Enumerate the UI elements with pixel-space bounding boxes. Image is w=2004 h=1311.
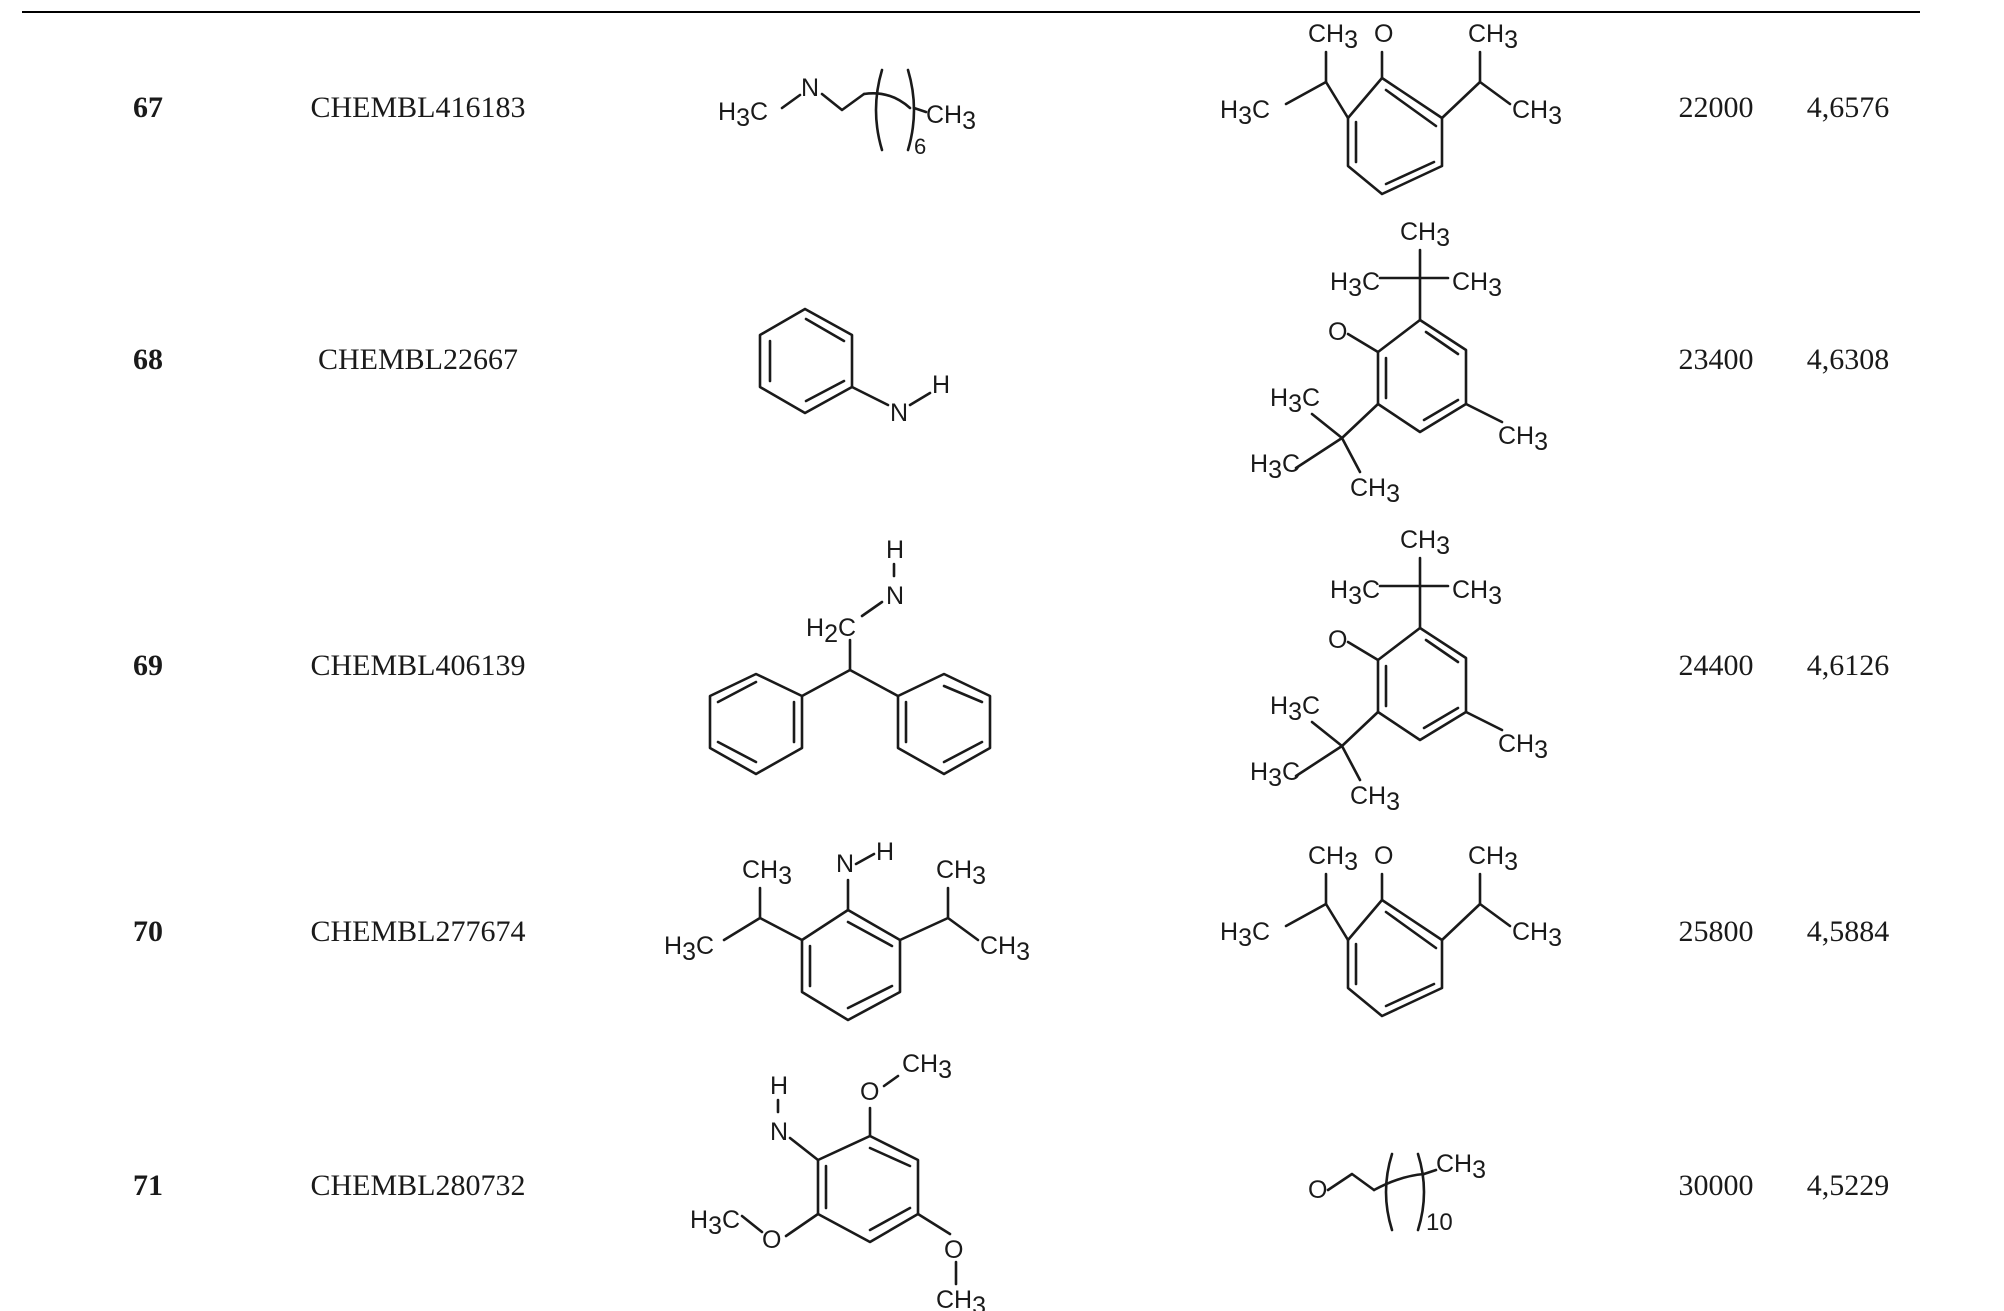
- chembl-id: CHEMBL277674: [310, 915, 526, 948]
- svg-text:CH3: CH3: [1350, 782, 1400, 816]
- svg-text:H3C: H3C: [1250, 450, 1300, 484]
- svg-text:CH3: CH3: [1308, 20, 1358, 54]
- svg-text:CH3: CH3: [1308, 842, 1358, 876]
- svg-text:CH3: CH3: [1452, 268, 1502, 302]
- svg-text:CH3: CH3: [926, 101, 976, 135]
- ic50-value: 25800: [1678, 915, 1754, 948]
- target-structure: CH3 O CH3 H3C CH3: [1220, 842, 1562, 1018]
- svg-text:O: O: [944, 1236, 963, 1264]
- pic50-value: 4,5229: [1806, 1169, 1890, 1202]
- target-structure: CH3 H3C CH3 O CH3 H3C H3C CH3: [1250, 526, 1548, 816]
- svg-text:H: H: [932, 371, 950, 399]
- svg-text:H3C: H3C: [664, 932, 714, 966]
- svg-text:N: N: [770, 1118, 788, 1146]
- chembl-id: CHEMBL280732: [310, 1169, 526, 1202]
- svg-text:H3C: H3C: [1220, 918, 1270, 952]
- svg-text:CH3: CH3: [1400, 218, 1450, 252]
- pic50-value: 4,6308: [1806, 343, 1890, 376]
- svg-text:O: O: [1328, 626, 1347, 654]
- svg-text:O: O: [1374, 20, 1393, 48]
- svg-text:H3C: H3C: [690, 1206, 740, 1240]
- svg-text:O: O: [860, 1078, 879, 1106]
- row-number: 71: [133, 1169, 163, 1202]
- svg-text:CH3: CH3: [936, 856, 986, 890]
- ligand-structure: N H: [758, 307, 950, 427]
- svg-text:CH3: CH3: [936, 1286, 986, 1311]
- table-top-rule: [22, 11, 1920, 13]
- ligand-structure: H N H2C: [708, 536, 992, 776]
- svg-text:N: N: [886, 582, 904, 610]
- chembl-id: CHEMBL416183: [310, 91, 526, 124]
- svg-text:O: O: [1374, 842, 1393, 870]
- svg-text:H: H: [770, 1072, 788, 1100]
- chembl-id: CHEMBL22667: [317, 343, 519, 376]
- row-number: 68: [133, 343, 163, 376]
- svg-text:H: H: [886, 536, 904, 564]
- svg-text:CH3: CH3: [1498, 422, 1548, 456]
- pic50-value: 4,6576: [1806, 91, 1890, 124]
- svg-text:N: N: [890, 399, 908, 427]
- target-structure: O 10 CH3: [1308, 1150, 1486, 1236]
- svg-text:CH3: CH3: [1452, 576, 1502, 610]
- svg-text:CH3: CH3: [742, 856, 792, 890]
- svg-text:CH3: CH3: [1512, 96, 1562, 130]
- svg-text:CH3: CH3: [1512, 918, 1562, 952]
- svg-text:CH3: CH3: [1400, 526, 1450, 560]
- target-structure: CH3 H3C CH3 O CH3 H3C H3C CH3: [1250, 218, 1548, 508]
- svg-text:CH3: CH3: [1468, 20, 1518, 54]
- ligand-structure: CH3 N H CH3 H3C CH3: [664, 838, 1030, 1022]
- row-number: 69: [133, 649, 163, 682]
- svg-text:6: 6: [914, 134, 926, 159]
- svg-text:CH3: CH3: [1498, 730, 1548, 764]
- svg-text:H3C: H3C: [1250, 758, 1300, 792]
- pic50-value: 4,6126: [1806, 649, 1890, 682]
- svg-text:10: 10: [1426, 1209, 1453, 1236]
- ligand-structure: CH3 O H N O H3C O CH3: [690, 1050, 986, 1311]
- ic50-value: 24400: [1678, 649, 1754, 682]
- svg-text:H: H: [876, 838, 894, 866]
- svg-text:H3C: H3C: [1220, 96, 1270, 130]
- svg-text:CH3: CH3: [980, 932, 1030, 966]
- svg-text:CH3: CH3: [1350, 474, 1400, 508]
- svg-text:N: N: [836, 850, 854, 878]
- svg-text:CH3: CH3: [1436, 1150, 1486, 1184]
- ic50-value: 23400: [1678, 343, 1754, 376]
- target-structure: CH3 O CH3 H3C CH3: [1220, 20, 1562, 196]
- ligand-structure: H3C N 6 CH3: [718, 68, 976, 159]
- ic50-value: 30000: [1678, 1169, 1754, 1202]
- row-number: 70: [133, 915, 163, 948]
- svg-text:CH3: CH3: [1468, 842, 1518, 876]
- svg-text:CH3: CH3: [902, 1050, 952, 1084]
- svg-text:N: N: [801, 74, 819, 102]
- svg-text:H3C: H3C: [1330, 576, 1380, 610]
- svg-text:O: O: [1328, 318, 1347, 346]
- svg-text:H2C: H2C: [806, 614, 856, 648]
- chembl-id: CHEMBL406139: [310, 649, 526, 682]
- svg-text:H3C: H3C: [1330, 268, 1380, 302]
- row-number: 67: [133, 91, 163, 124]
- svg-text:O: O: [762, 1226, 781, 1254]
- ic50-value: 22000: [1678, 91, 1754, 124]
- svg-text:O: O: [1308, 1176, 1327, 1204]
- pic50-value: 4,5884: [1806, 915, 1890, 948]
- svg-text:H3C: H3C: [718, 98, 768, 132]
